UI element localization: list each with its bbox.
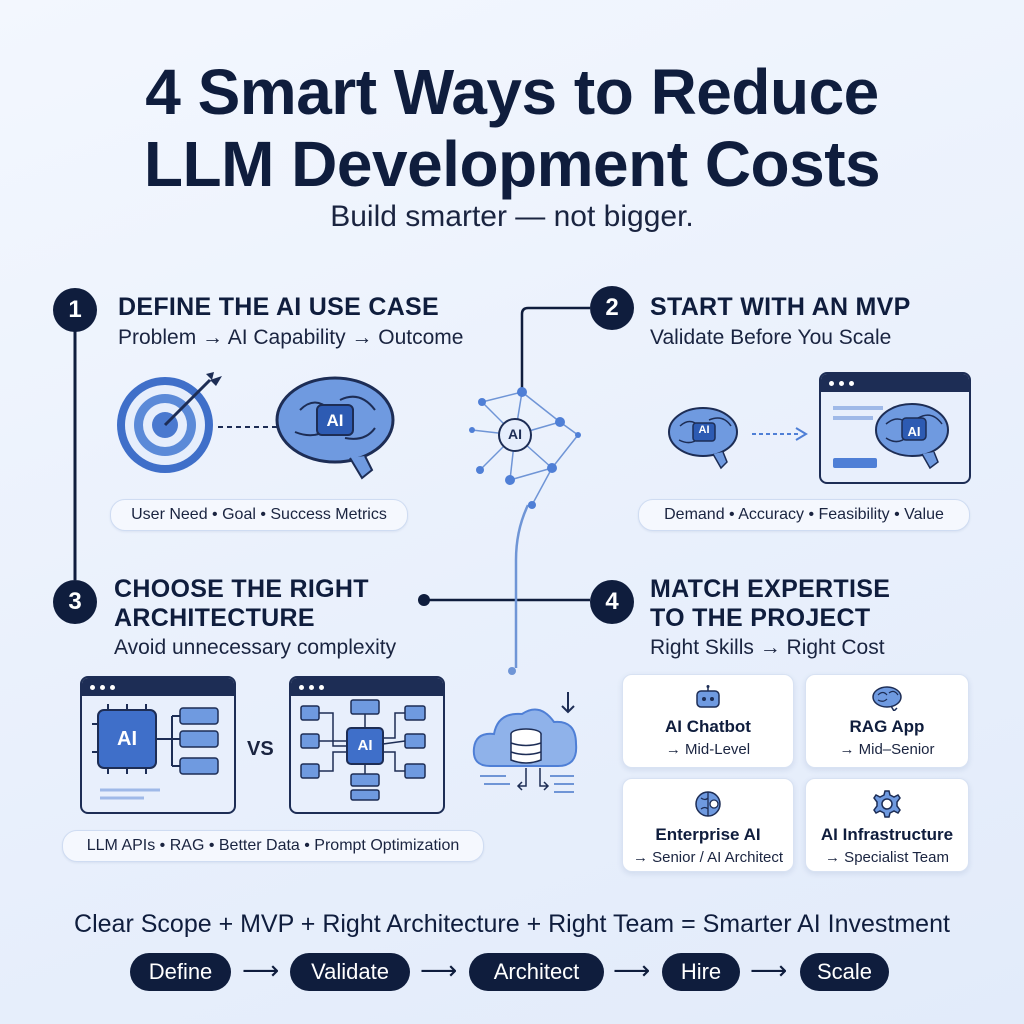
complex-architecture-ai-label: AI (357, 737, 373, 754)
card-title: Enterprise AI (655, 825, 761, 844)
robot-icon (623, 685, 793, 711)
section-4-heading-line-1: MATCH EXPERTISE (650, 575, 891, 603)
step-scale: Scale (800, 953, 889, 991)
brain-icon (806, 685, 968, 711)
section-1-pill: User Need • Goal • Success Metrics (110, 499, 408, 531)
network-ai-label: AI (508, 426, 522, 442)
section-3-pill: LLM APIs • RAG • Better Data • Prompt Op… (62, 830, 484, 862)
brain-gear-icon (623, 789, 793, 819)
card-level: → Specialist Team (825, 849, 949, 866)
step-arrow-icon: ⟶ (750, 955, 788, 985)
target-icon (117, 372, 222, 473)
cloud-database-icon (472, 692, 578, 793)
page-title-line-1: 4 Smart Ways to Reduce (145, 56, 879, 128)
summary-equation: Clear Scope + MVP + Right Architecture +… (74, 910, 950, 938)
arrow-right-icon (752, 427, 808, 441)
section-4-subheading: Right Skills → Right Cost (650, 636, 885, 659)
step-architect: Architect (469, 953, 604, 991)
card-title: AI Chatbot (665, 717, 751, 736)
section-3-subheading: Avoid unnecessary complexity (114, 636, 397, 659)
section-2-pill: Demand • Accuracy • Feasibility • Value (638, 499, 970, 531)
card-level: → Senior / AI Architect (632, 849, 784, 866)
complex-architecture-diagram (300, 699, 426, 801)
section-2-heading: START WITH AN MVP (650, 293, 911, 321)
brain-small-icon (668, 407, 738, 470)
window-brain-icon (875, 403, 949, 470)
gear-icon (806, 789, 968, 819)
step-define: Define (130, 953, 231, 991)
dashed-link (218, 426, 278, 428)
step-arrow-icon: ⟶ (613, 955, 651, 985)
card-title: RAG App (849, 717, 925, 736)
simple-architecture-ai-label: AI (117, 728, 137, 750)
section-1-subheading: Problem → AI Capability → Outcome (118, 326, 464, 349)
card-level: → Mid-Level (665, 741, 751, 758)
section-3-heading-line-1: CHOOSE THE RIGHT (114, 575, 369, 603)
section-4-heading-line-2: TO THE PROJECT (650, 604, 871, 632)
network-icon (469, 387, 581, 509)
brain-small-ai-label: AI (698, 424, 710, 436)
step-number-2: 2 (590, 286, 634, 330)
vs-label: VS (247, 738, 274, 760)
expertise-card-enterprise-ai: Enterprise AI → Senior / AI Architect (622, 778, 794, 872)
window-brain-ai-label: AI (907, 424, 921, 439)
section-3-heading-line-2: ARCHITECTURE (114, 604, 315, 632)
step-number-4: 4 (590, 580, 634, 624)
card-level: → Mid–Senior (839, 741, 935, 758)
page-title-line-2: LLM Development Costs (143, 128, 881, 200)
step-number-1: 1 (53, 288, 97, 332)
step-arrow-icon: ⟶ (420, 955, 458, 985)
page-subtitle: Build smarter — not bigger. (330, 200, 694, 233)
expertise-card-ai-chatbot: AI Chatbot → Mid-Level (622, 674, 794, 768)
step-validate: Validate (290, 953, 410, 991)
expertise-card-rag-app: RAG App → Mid–Senior (805, 674, 969, 768)
section-2-subheading: Validate Before You Scale (650, 326, 892, 349)
brain-ai-icon (275, 376, 395, 480)
step-arrow-icon: ⟶ (242, 955, 280, 985)
section-1-heading: DEFINE THE AI USE CASE (118, 293, 439, 321)
step-number-3: 3 (53, 580, 97, 624)
expertise-card-ai-infrastructure: AI Infrastructure → Specialist Team (805, 778, 969, 872)
card-title: AI Infrastructure (820, 825, 954, 844)
brain-ai-label: AI (326, 411, 344, 430)
step-hire: Hire (662, 953, 740, 991)
simple-architecture-diagram (92, 704, 219, 800)
